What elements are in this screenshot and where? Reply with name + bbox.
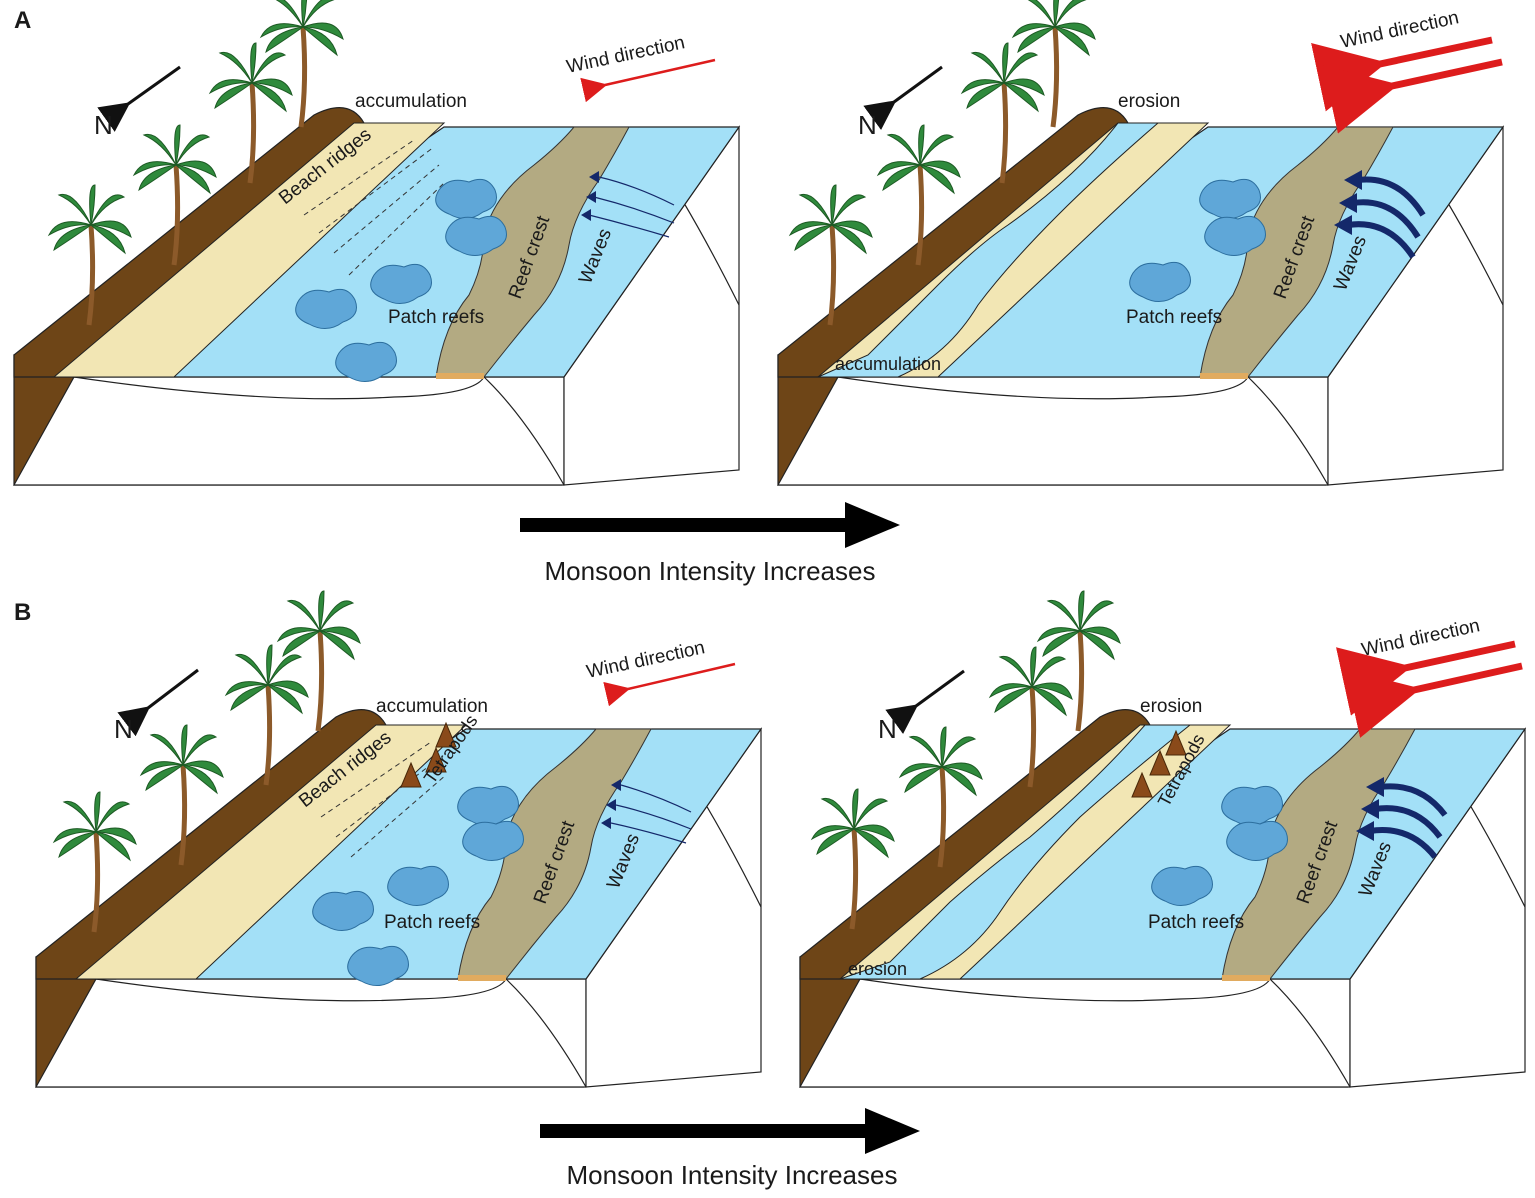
intensity-arrow-icon: [540, 1108, 920, 1154]
panel-a-right-block: [777, 0, 1504, 486]
north-arrow-icon: [117, 668, 199, 737]
panel-b-right-block: [799, 591, 1526, 1088]
wind-arrow-icon: [1322, 58, 1503, 134]
north-label-b-left: N: [114, 714, 133, 744]
wind-arrow-icon: [1311, 36, 1493, 112]
palm-tree-icon: [1013, 0, 1095, 127]
north-arrow-icon: [885, 669, 965, 735]
patch-reefs-label-b-left: Patch reefs: [384, 912, 480, 933]
panel-a-left-block: [13, 0, 740, 486]
north-label-a-left: N: [94, 110, 113, 140]
patch-reefs-label-a-left: Patch reefs: [388, 307, 484, 328]
patch-reefs-label-b-right: Patch reefs: [1148, 912, 1244, 933]
patch-reefs-label-a-right: Patch reefs: [1126, 307, 1222, 328]
wind-arrow-icon: [1344, 662, 1523, 738]
panel-letter-b: B: [14, 599, 31, 626]
north-arrow-icon: [863, 65, 943, 131]
wind-arrow-icon: [603, 662, 736, 707]
top-label-b-right: erosion: [1140, 696, 1202, 717]
north-label-a-right: N: [858, 110, 877, 140]
north-arrow-icon: [97, 65, 181, 132]
caption-a: Monsoon Intensity Increases: [545, 556, 876, 586]
intensity-arrow-icon: [520, 502, 900, 548]
top-label-b-left: accumulation: [376, 696, 488, 717]
panel-letter-a: A: [14, 7, 31, 34]
panel-b-left-block: [35, 591, 762, 1088]
wind-arrow-icon: [580, 58, 716, 103]
bottom-label-a-right: accumulation: [835, 354, 941, 374]
top-label-a-left: accumulation: [355, 91, 467, 112]
top-label-a-right: erosion: [1118, 91, 1180, 112]
north-label-b-right: N: [878, 714, 897, 744]
palm-tree-icon: [261, 0, 343, 127]
wind-arrow-icon: [1335, 640, 1516, 716]
wind-label-a-right: Wind direction: [1339, 7, 1461, 53]
bottom-label-b-right: erosion: [848, 959, 907, 979]
caption-b: Monsoon Intensity Increases: [567, 1160, 898, 1190]
